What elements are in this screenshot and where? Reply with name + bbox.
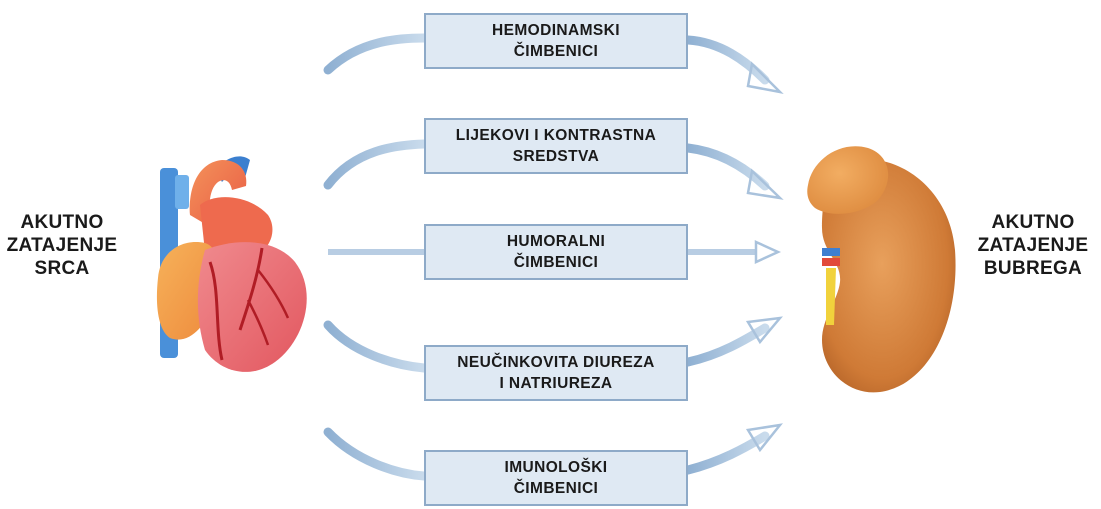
arrow-hemodynamic <box>323 33 784 94</box>
factor-box-hemodynamic: HEMODINAMSKI ČIMBENICI <box>424 13 688 69</box>
left-label-acute-heart-failure: AKUTNO ZATAJENJE SRCA <box>6 212 118 279</box>
factor-box-diuresis-natriuresis: NEUČINKOVITA DIUREZA I NATRIUREZA <box>424 345 688 401</box>
factor-box-immunological: IMUNOLOŠKI ČIMBENICI <box>424 450 688 506</box>
factor-label: HUMORALNI ČIMBENICI <box>506 233 606 271</box>
factor-box-drugs-contrast: LIJEKOVI I KONTRASTNA SREDSTVA <box>424 118 688 174</box>
factor-label: LIJEKOVI I KONTRASTNA SREDSTVA <box>455 127 657 165</box>
factor-label: HEMODINAMSKI ČIMBENICI <box>492 22 620 60</box>
factor-label: NEUČINKOVITA DIUREZA I NATRIUREZA <box>457 354 655 392</box>
right-label-acute-kidney-failure: AKUTNO ZATAJENJE BUBREGA <box>977 212 1089 279</box>
arrow-diuresis <box>323 316 783 373</box>
arrow-drugs <box>323 139 784 200</box>
arrow-humoral <box>328 240 782 264</box>
factor-box-humoral: HUMORALNI ČIMBENICI <box>424 224 688 280</box>
heart-icon <box>156 156 307 372</box>
factor-label: IMUNOLOŠKI ČIMBENICI <box>504 459 608 497</box>
kidney-icon <box>807 146 956 393</box>
arrow-immunological <box>323 423 783 481</box>
